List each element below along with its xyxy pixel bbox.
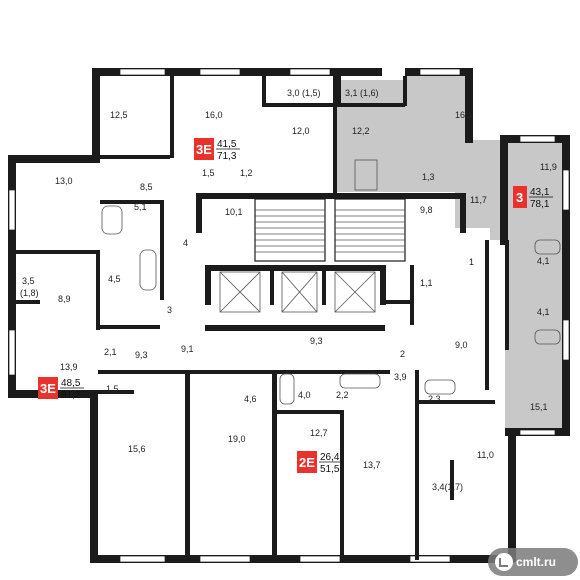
room-label: 9,3 bbox=[135, 350, 148, 360]
room-label: 16,1 bbox=[455, 110, 473, 120]
room-label: 2,1 bbox=[104, 347, 117, 357]
room-label: 13,7 bbox=[363, 460, 381, 470]
room-label: 9,8 bbox=[420, 205, 433, 215]
room-label: 8,9 bbox=[58, 294, 71, 304]
apartment-badge-3e-top[interactable]: 3E 41,5 71,3 bbox=[194, 138, 240, 162]
room-label: 3,5 bbox=[22, 276, 35, 286]
room-label: 1,2 bbox=[240, 168, 253, 178]
windows bbox=[8, 68, 570, 563]
room-label: 8,5 bbox=[140, 182, 153, 192]
room-label: 11,7 bbox=[470, 195, 487, 205]
room-label: 2,3 bbox=[428, 394, 441, 404]
room-label: 13,0 bbox=[55, 176, 73, 186]
room-label: 1,5 bbox=[106, 384, 119, 394]
elevators bbox=[219, 271, 376, 313]
badge-living-area: 41,5 bbox=[217, 139, 237, 150]
room-label: 13,9 bbox=[60, 362, 78, 372]
room-label: 15,6 bbox=[128, 444, 146, 454]
room-label: 12,2 bbox=[352, 126, 370, 136]
room-label: 19,0 bbox=[228, 434, 246, 444]
badge-code: 3 bbox=[516, 190, 523, 205]
badge-living-area: 26,4 bbox=[320, 452, 340, 463]
room-label: 11,0 bbox=[477, 450, 494, 460]
badge-code: 3E bbox=[40, 381, 56, 396]
inner-walls bbox=[16, 76, 509, 560]
room-label: 16,0 bbox=[205, 110, 223, 120]
room-label: 9,1 bbox=[181, 344, 194, 354]
watermark: cmlt.ru bbox=[488, 548, 578, 576]
room-label: 12,7 bbox=[310, 428, 328, 438]
watermark-text: cmlt.ru bbox=[516, 555, 556, 569]
room-label: 3,9 bbox=[394, 372, 407, 382]
room-label: 4,0 bbox=[298, 390, 311, 400]
room-label: 4 bbox=[183, 238, 188, 248]
room-label: 9,3 bbox=[310, 336, 323, 346]
room-label: 4,1 bbox=[537, 256, 550, 266]
room-label: (1,8) bbox=[20, 288, 39, 298]
bath-fixtures bbox=[101, 159, 561, 405]
stairwells bbox=[254, 198, 406, 262]
badge-code: 3E bbox=[196, 142, 212, 157]
apartment-badge-2e[interactable]: 2E 26,4 51,5 bbox=[297, 451, 343, 475]
room-label: 15,1 bbox=[530, 402, 548, 412]
badge-total-area: 71,3 bbox=[217, 151, 237, 162]
watermark-logo-icon bbox=[495, 553, 513, 571]
room-label: 3,4(1,7) bbox=[432, 482, 463, 492]
badge-living-area: 43,1 bbox=[530, 187, 550, 198]
badge-total-area: 78,1 bbox=[530, 199, 550, 210]
room-label: 9,0 bbox=[455, 340, 468, 350]
room-label: 12,5 bbox=[110, 110, 128, 120]
room-label: 12,0 bbox=[292, 126, 310, 136]
room-label: 2 bbox=[400, 349, 405, 359]
room-label: 1,1 bbox=[420, 278, 433, 288]
room-label: 3,1 (1,6) bbox=[345, 88, 379, 98]
room-label: 3,0 (1,5) bbox=[287, 88, 321, 98]
room-label: 2,2 bbox=[336, 390, 349, 400]
room-label: 4,5 bbox=[108, 274, 121, 284]
room-label: 11,9 bbox=[540, 162, 557, 172]
room-label: 3 bbox=[167, 305, 172, 315]
room-label: 1,5 bbox=[202, 168, 215, 178]
apartment-badge-3e-left[interactable]: 3E 48,5 81,2 bbox=[38, 377, 84, 401]
badge-total-area: 51,5 bbox=[320, 464, 340, 475]
room-label: 1,3 bbox=[422, 172, 435, 182]
room-label: 4,6 bbox=[244, 394, 257, 404]
room-label: 5,1 bbox=[134, 202, 147, 212]
apartment-badge-3-right[interactable]: 3 43,1 78,1 bbox=[513, 186, 553, 210]
room-label: 4,1 bbox=[537, 307, 550, 317]
badge-code: 2E bbox=[299, 455, 315, 470]
room-label: 10,1 bbox=[225, 207, 243, 217]
room-label: 1 bbox=[469, 257, 474, 267]
badge-total-area: 81,2 bbox=[61, 390, 81, 401]
room-labels: 12,5 16,0 3,0 (1,5) 3,1 (1,6) 16,1 12,0 … bbox=[20, 88, 557, 492]
badge-living-area: 48,5 bbox=[61, 378, 81, 389]
